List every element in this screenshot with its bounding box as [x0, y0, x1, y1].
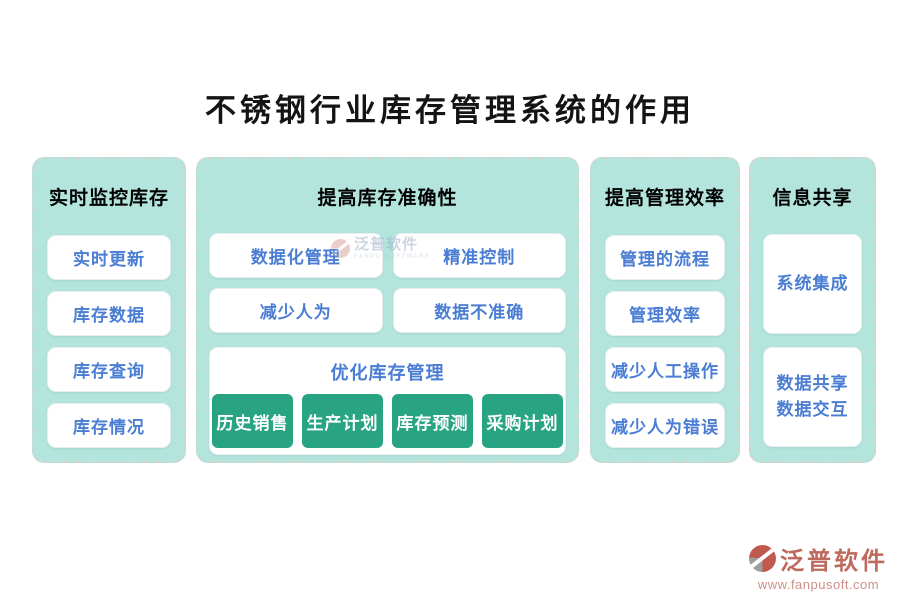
panel-header: 实时监控库存 [48, 188, 169, 209]
card-inventory-data: 库存数据 [47, 291, 171, 336]
card-inventory-query: 库存查询 [47, 347, 171, 392]
sub-panel-title: 优化库存管理 [330, 363, 445, 383]
sub-panel-optimize-inventory: 优化库存管理 历史销售 生产计划 库存预测 采购计划 [209, 347, 566, 455]
card-reduce-human: 减少人为 [209, 288, 383, 333]
card-realtime-update: 实时更新 [47, 235, 171, 280]
card-management-efficiency: 管理效率 [605, 291, 725, 336]
card-system-integration: 系统集成 [763, 234, 862, 334]
panel-information-sharing: 信息共享 系统集成 数据共享 数据交互 [749, 157, 876, 463]
card-reduce-manual-ops: 减少人工操作 [605, 347, 725, 392]
card-grid: 数据化管理 精准控制 减少人为 数据不准确 [198, 233, 577, 333]
panel-header: 信息共享 [772, 188, 853, 209]
card-stack: 管理的流程 管理效率 减少人工操作 减少人为错误 [592, 235, 738, 448]
panel-realtime-monitoring: 实时监控库存 实时更新 库存数据 库存查询 库存情况 [32, 157, 186, 463]
footer-brand-logo: 泛普软件 www.fanpusoft.com [749, 541, 888, 592]
panel-management-efficiency: 提高管理效率 管理的流程 管理效率 减少人工操作 减少人为错误 [590, 157, 740, 463]
fanpu-logo-icon [749, 545, 776, 572]
button-production-plan: 生产计划 [302, 394, 383, 448]
card-reduce-human-error: 减少人为错误 [605, 403, 725, 448]
card-data-management: 数据化管理 [209, 233, 383, 278]
panel-header: 提高库存准确性 [317, 188, 458, 209]
card-data-sharing-exchange: 数据共享 数据交互 [763, 347, 862, 447]
card-inventory-status: 库存情况 [47, 403, 171, 448]
footer-brand-text: 泛普软件 [780, 548, 888, 575]
card-data-inaccuracy: 数据不准确 [392, 288, 566, 333]
page-title: 不锈钢行业库存管理系统的作用 [205, 93, 695, 128]
card-stack: 系统集成 数据共享 数据交互 [751, 234, 874, 447]
panel-header: 提高管理效率 [604, 188, 725, 209]
card-management-process: 管理的流程 [605, 235, 725, 280]
card-precise-control: 精准控制 [392, 233, 566, 278]
footer-brand-url: www.fanpusoft.com [757, 577, 880, 592]
card-stack: 实时更新 库存数据 库存查询 库存情况 [34, 235, 184, 448]
button-inventory-forecast: 库存预测 [392, 394, 473, 448]
panel-inventory-accuracy: 提高库存准确性 数据化管理 精准控制 减少人为 数据不准确 优化库存管理 历史销… [196, 157, 579, 463]
button-historical-sales: 历史销售 [212, 394, 293, 448]
button-row: 历史销售 生产计划 库存预测 采购计划 [210, 394, 565, 448]
button-purchase-plan: 采购计划 [482, 394, 563, 448]
